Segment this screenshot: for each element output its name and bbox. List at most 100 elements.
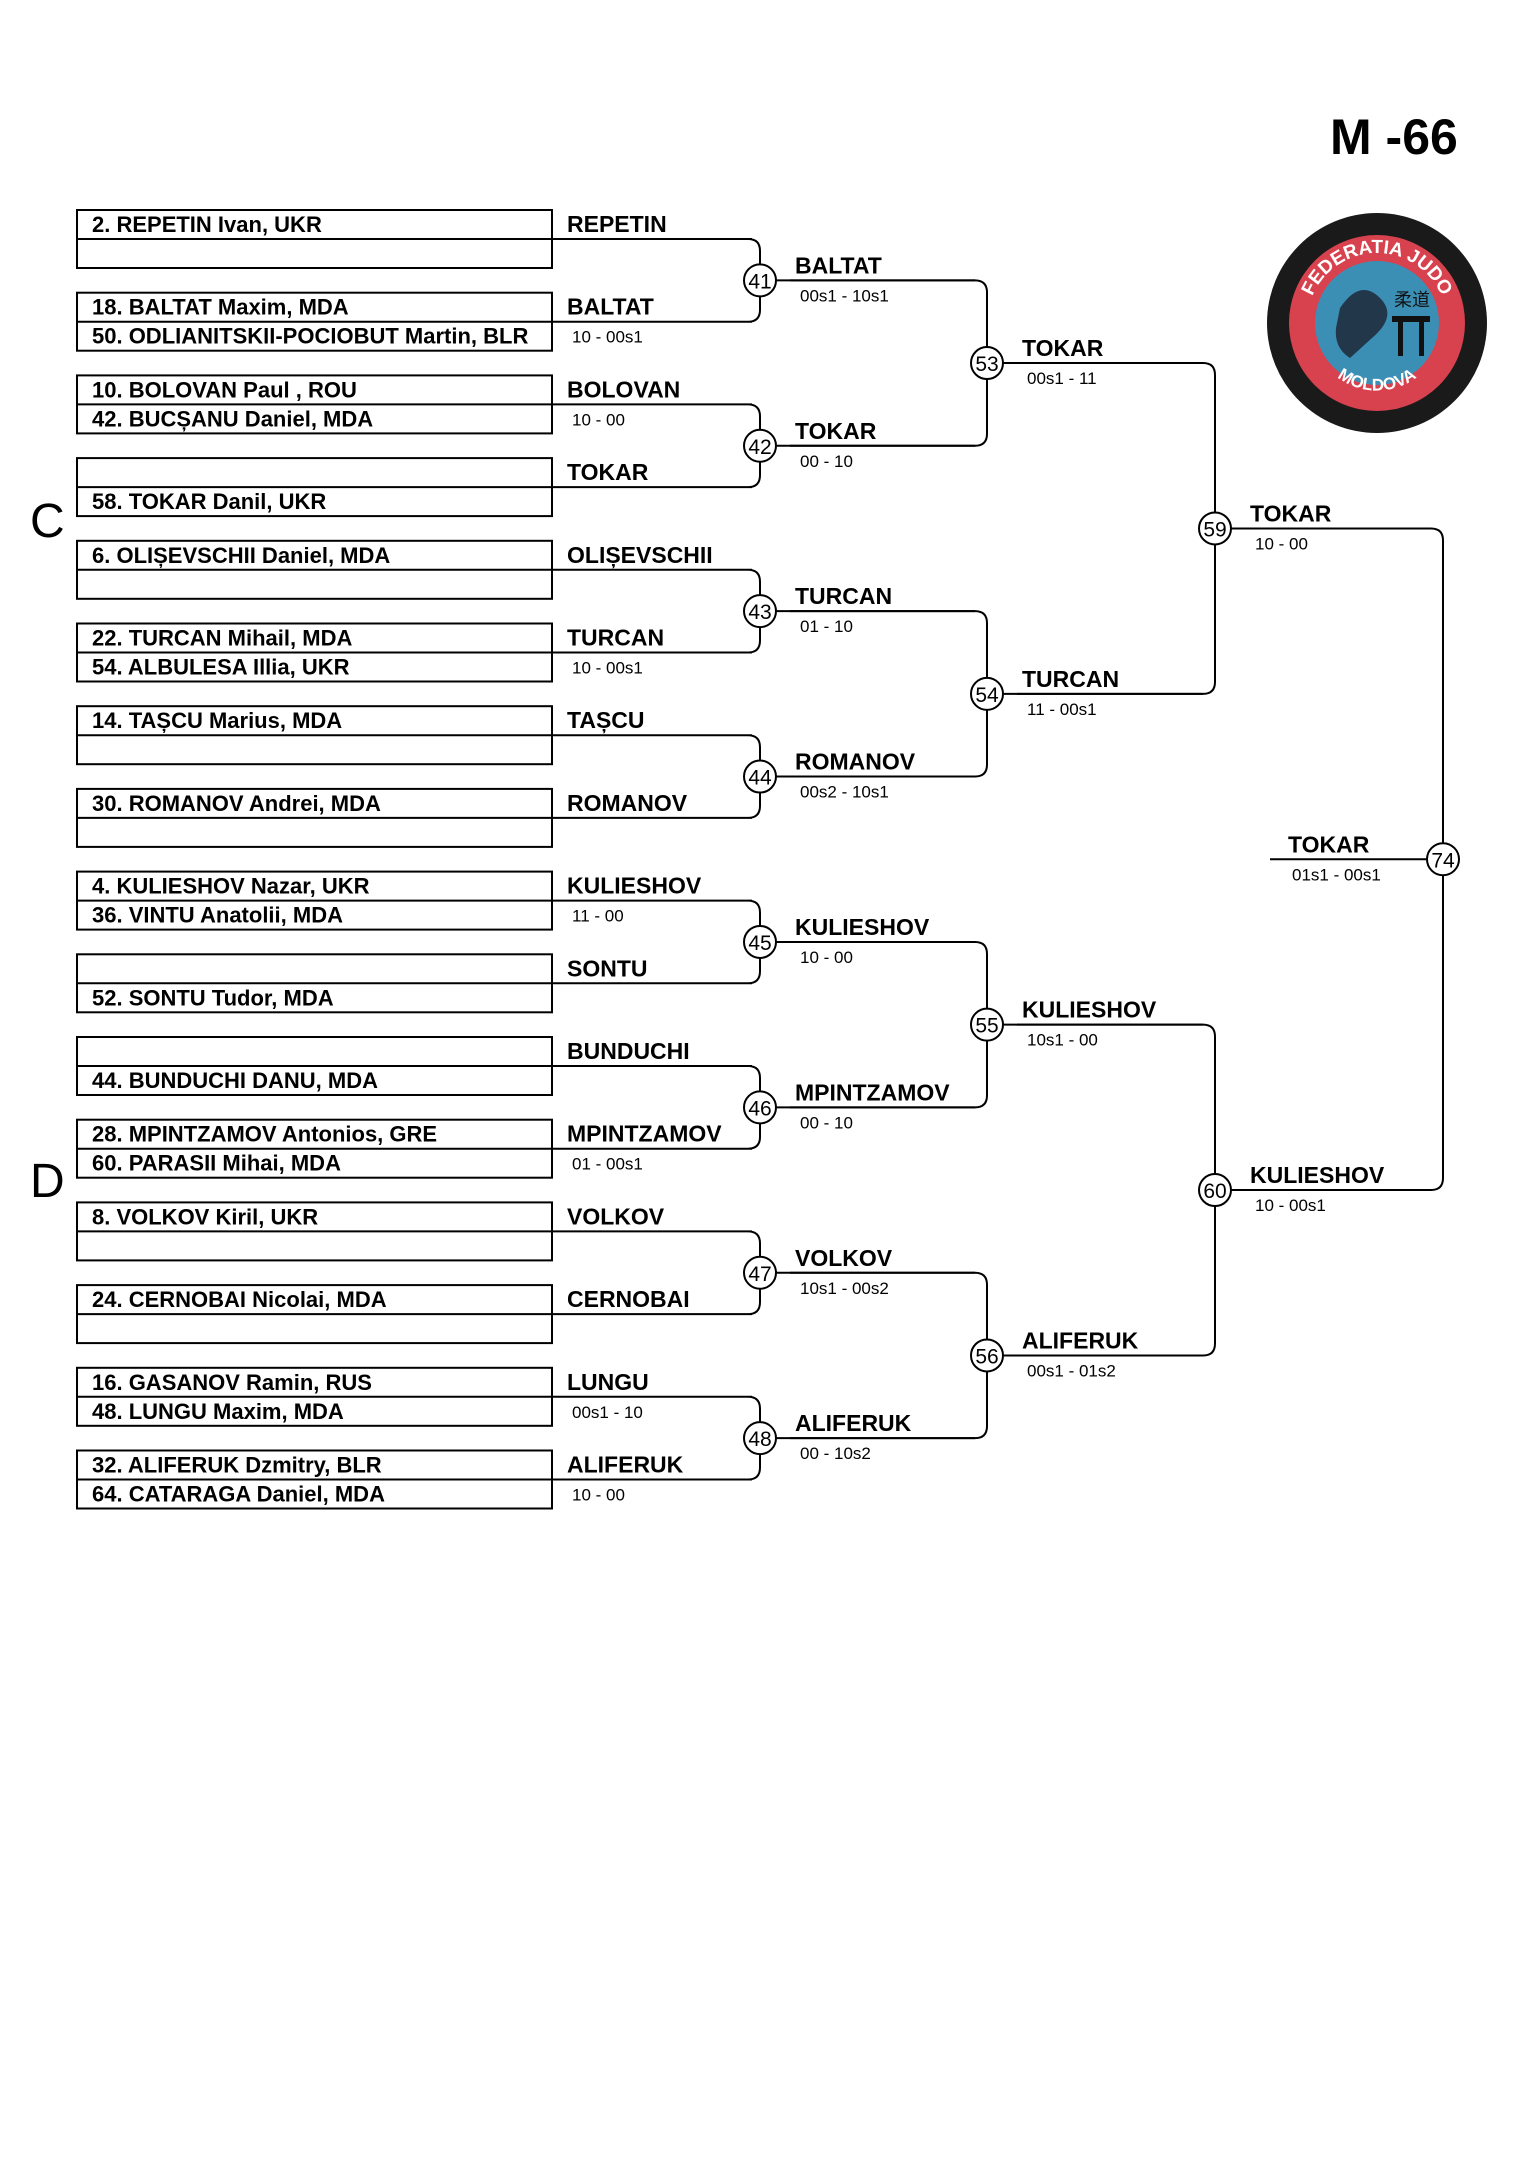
match-47-circle	[743, 1255, 777, 1290]
round4-winner: KULIESHOV	[1250, 1162, 1385, 1188]
round1-winner: SONTU	[567, 955, 648, 981]
match-45-circle	[743, 924, 777, 959]
round4-score: 10 - 00	[1255, 534, 1308, 553]
competitor-name: 10. BOLOVAN Paul , ROU	[92, 377, 357, 402]
final-winner: TOKAR	[1288, 831, 1370, 857]
round2-score: 00 - 10	[800, 452, 853, 471]
round4-bracket	[1017, 362, 1216, 695]
match-59-circle	[1198, 511, 1232, 546]
round2-winner: BALTAT	[795, 252, 882, 278]
pool-label-c: C	[30, 495, 65, 548]
competitor-name: 16. GASANOV Ramin, RUS	[92, 1370, 372, 1395]
competitor-name: 24. CERNOBAI Nicolai, MDA	[92, 1287, 387, 1312]
competitor-name: 36. VINTU Anatolii, MDA	[92, 903, 343, 928]
round3-winner: KULIESHOV	[1022, 997, 1157, 1023]
round2-score: 00s1 - 10s1	[800, 286, 889, 305]
round1-score: 11 - 00	[572, 907, 624, 926]
competitor-name: 60. PARASII Mihai, MDA	[92, 1151, 341, 1176]
round2-score: 00s2 - 10s1	[800, 783, 889, 802]
round1-winner: KULIESHOV	[567, 873, 702, 899]
competitor-name: 30. ROMANOV Andrei, MDA	[92, 791, 381, 816]
match-74-number: 74	[1431, 849, 1455, 872]
competitor-name: 42. BUCȘANU Daniel, MDA	[92, 406, 373, 431]
round3-score: 00s1 - 01s2	[1027, 1361, 1116, 1380]
competitor-name: 32. ALIFERUK Dzmitry, BLR	[92, 1453, 382, 1478]
round1-score: 00s1 - 10	[572, 1403, 643, 1422]
round3-winner: TOKAR	[1022, 335, 1104, 361]
round2-winner: TOKAR	[795, 418, 877, 444]
round2-score: 10 - 00	[800, 948, 853, 967]
round2-winner: ALIFERUK	[795, 1410, 912, 1436]
competitor-name: 4. KULIESHOV Nazar, UKR	[92, 874, 370, 899]
match-53-circle	[970, 346, 1004, 381]
competitor-name: 50. ODLIANITSKII-POCIOBUT Martin, BLR	[92, 324, 528, 349]
competitor-name: 54. ALBULESA Illia, UKR	[92, 655, 350, 680]
round1-winner: MPINTZAMOV	[567, 1121, 722, 1147]
round2-score: 00 - 10	[800, 1113, 853, 1132]
round1-winner: BOLOVAN	[567, 376, 680, 402]
competitor-name: 8. VOLKOV Kiril, UKR	[92, 1204, 318, 1229]
round2-winner: VOLKOV	[795, 1245, 893, 1271]
round1-winner: OLIȘEVSCHII	[567, 542, 713, 569]
federation-logo: 柔道 FEDERATIA JUDO MOLDOVA	[1267, 213, 1487, 433]
match-55-number: 55	[975, 1015, 998, 1038]
match-56-circle	[970, 1338, 1004, 1373]
competitor-name: 48. LUNGU Maxim, MDA	[92, 1399, 344, 1424]
match-42-number: 42	[748, 436, 771, 459]
round2-winner: MPINTZAMOV	[795, 1079, 950, 1105]
round3-winner: ALIFERUK	[1022, 1327, 1139, 1353]
round1-winner: CERNOBAI	[567, 1286, 690, 1312]
round2-score: 01 - 10	[800, 617, 853, 636]
competitor-name: 44. BUNDUCHI DANU, MDA	[92, 1068, 378, 1093]
competitor-name: 2. REPETIN Ivan, UKR	[92, 212, 322, 237]
match-48-number: 48	[748, 1428, 771, 1451]
competitor-name: 58. TOKAR Danil, UKR	[92, 489, 326, 514]
match-60-circle	[1198, 1173, 1232, 1208]
logo-torii-post-left	[1398, 322, 1403, 356]
competitor-name: 28. MPINTZAMOV Antonios, GRE	[92, 1122, 437, 1147]
category-title: M -66	[1330, 109, 1458, 165]
match-44-circle	[743, 759, 777, 794]
round3-score: 10s1 - 00	[1027, 1031, 1098, 1050]
round1-winner: BUNDUCHI	[567, 1038, 690, 1064]
match-54-circle	[970, 676, 1004, 711]
match-41-number: 41	[748, 270, 771, 293]
match-55-circle	[970, 1007, 1004, 1042]
match-74-circle	[1426, 842, 1460, 877]
round4-winner: TOKAR	[1250, 500, 1332, 526]
round4-score: 10 - 00s1	[1255, 1196, 1326, 1215]
competitor-name: 18. BALTAT Maxim, MDA	[92, 295, 349, 320]
round1-score: 01 - 00s1	[572, 1155, 643, 1174]
round2-score: 10s1 - 00s2	[800, 1279, 889, 1298]
match-56-number: 56	[975, 1345, 998, 1368]
round1-score: 10 - 00	[572, 1486, 625, 1505]
match-54-number: 54	[975, 684, 999, 707]
round1-winner: LUNGU	[567, 1369, 649, 1395]
pool-label-d: D	[30, 1155, 65, 1208]
match-41-circle	[743, 263, 777, 298]
match-42-circle	[743, 428, 777, 463]
round1-score: 10 - 00	[572, 410, 625, 429]
round1-score: 10 - 00s1	[572, 328, 643, 347]
round1-score: 10 - 00s1	[572, 659, 643, 678]
logo-torii-post-right	[1419, 322, 1424, 356]
match-48-circle	[743, 1421, 777, 1456]
logo-torii-bar	[1392, 316, 1430, 322]
match-60-number: 60	[1203, 1180, 1226, 1203]
competitor-name: 22. TURCAN Mihail, MDA	[92, 626, 352, 651]
match-46-number: 46	[748, 1097, 771, 1120]
competitor-name: 14. TAȘCU Marius, MDA	[92, 708, 342, 733]
round3-score: 00s1 - 11	[1027, 369, 1097, 388]
match-59-number: 59	[1203, 518, 1226, 541]
round2-score: 00 - 10s2	[800, 1444, 871, 1463]
round1-winner: TURCAN	[567, 625, 664, 651]
round1-winner: TAȘCU	[567, 707, 645, 734]
competitor-name: 52. SONTU Tudor, MDA	[92, 985, 334, 1010]
round1-winner: ROMANOV	[567, 790, 688, 816]
match-44-number: 44	[748, 767, 772, 790]
competitor-name: 6. OLIȘEVSCHII Daniel, MDA	[92, 543, 390, 568]
round2-winner: TURCAN	[795, 583, 892, 609]
match-46-circle	[743, 1090, 777, 1125]
round4-bracket	[1017, 1023, 1216, 1357]
